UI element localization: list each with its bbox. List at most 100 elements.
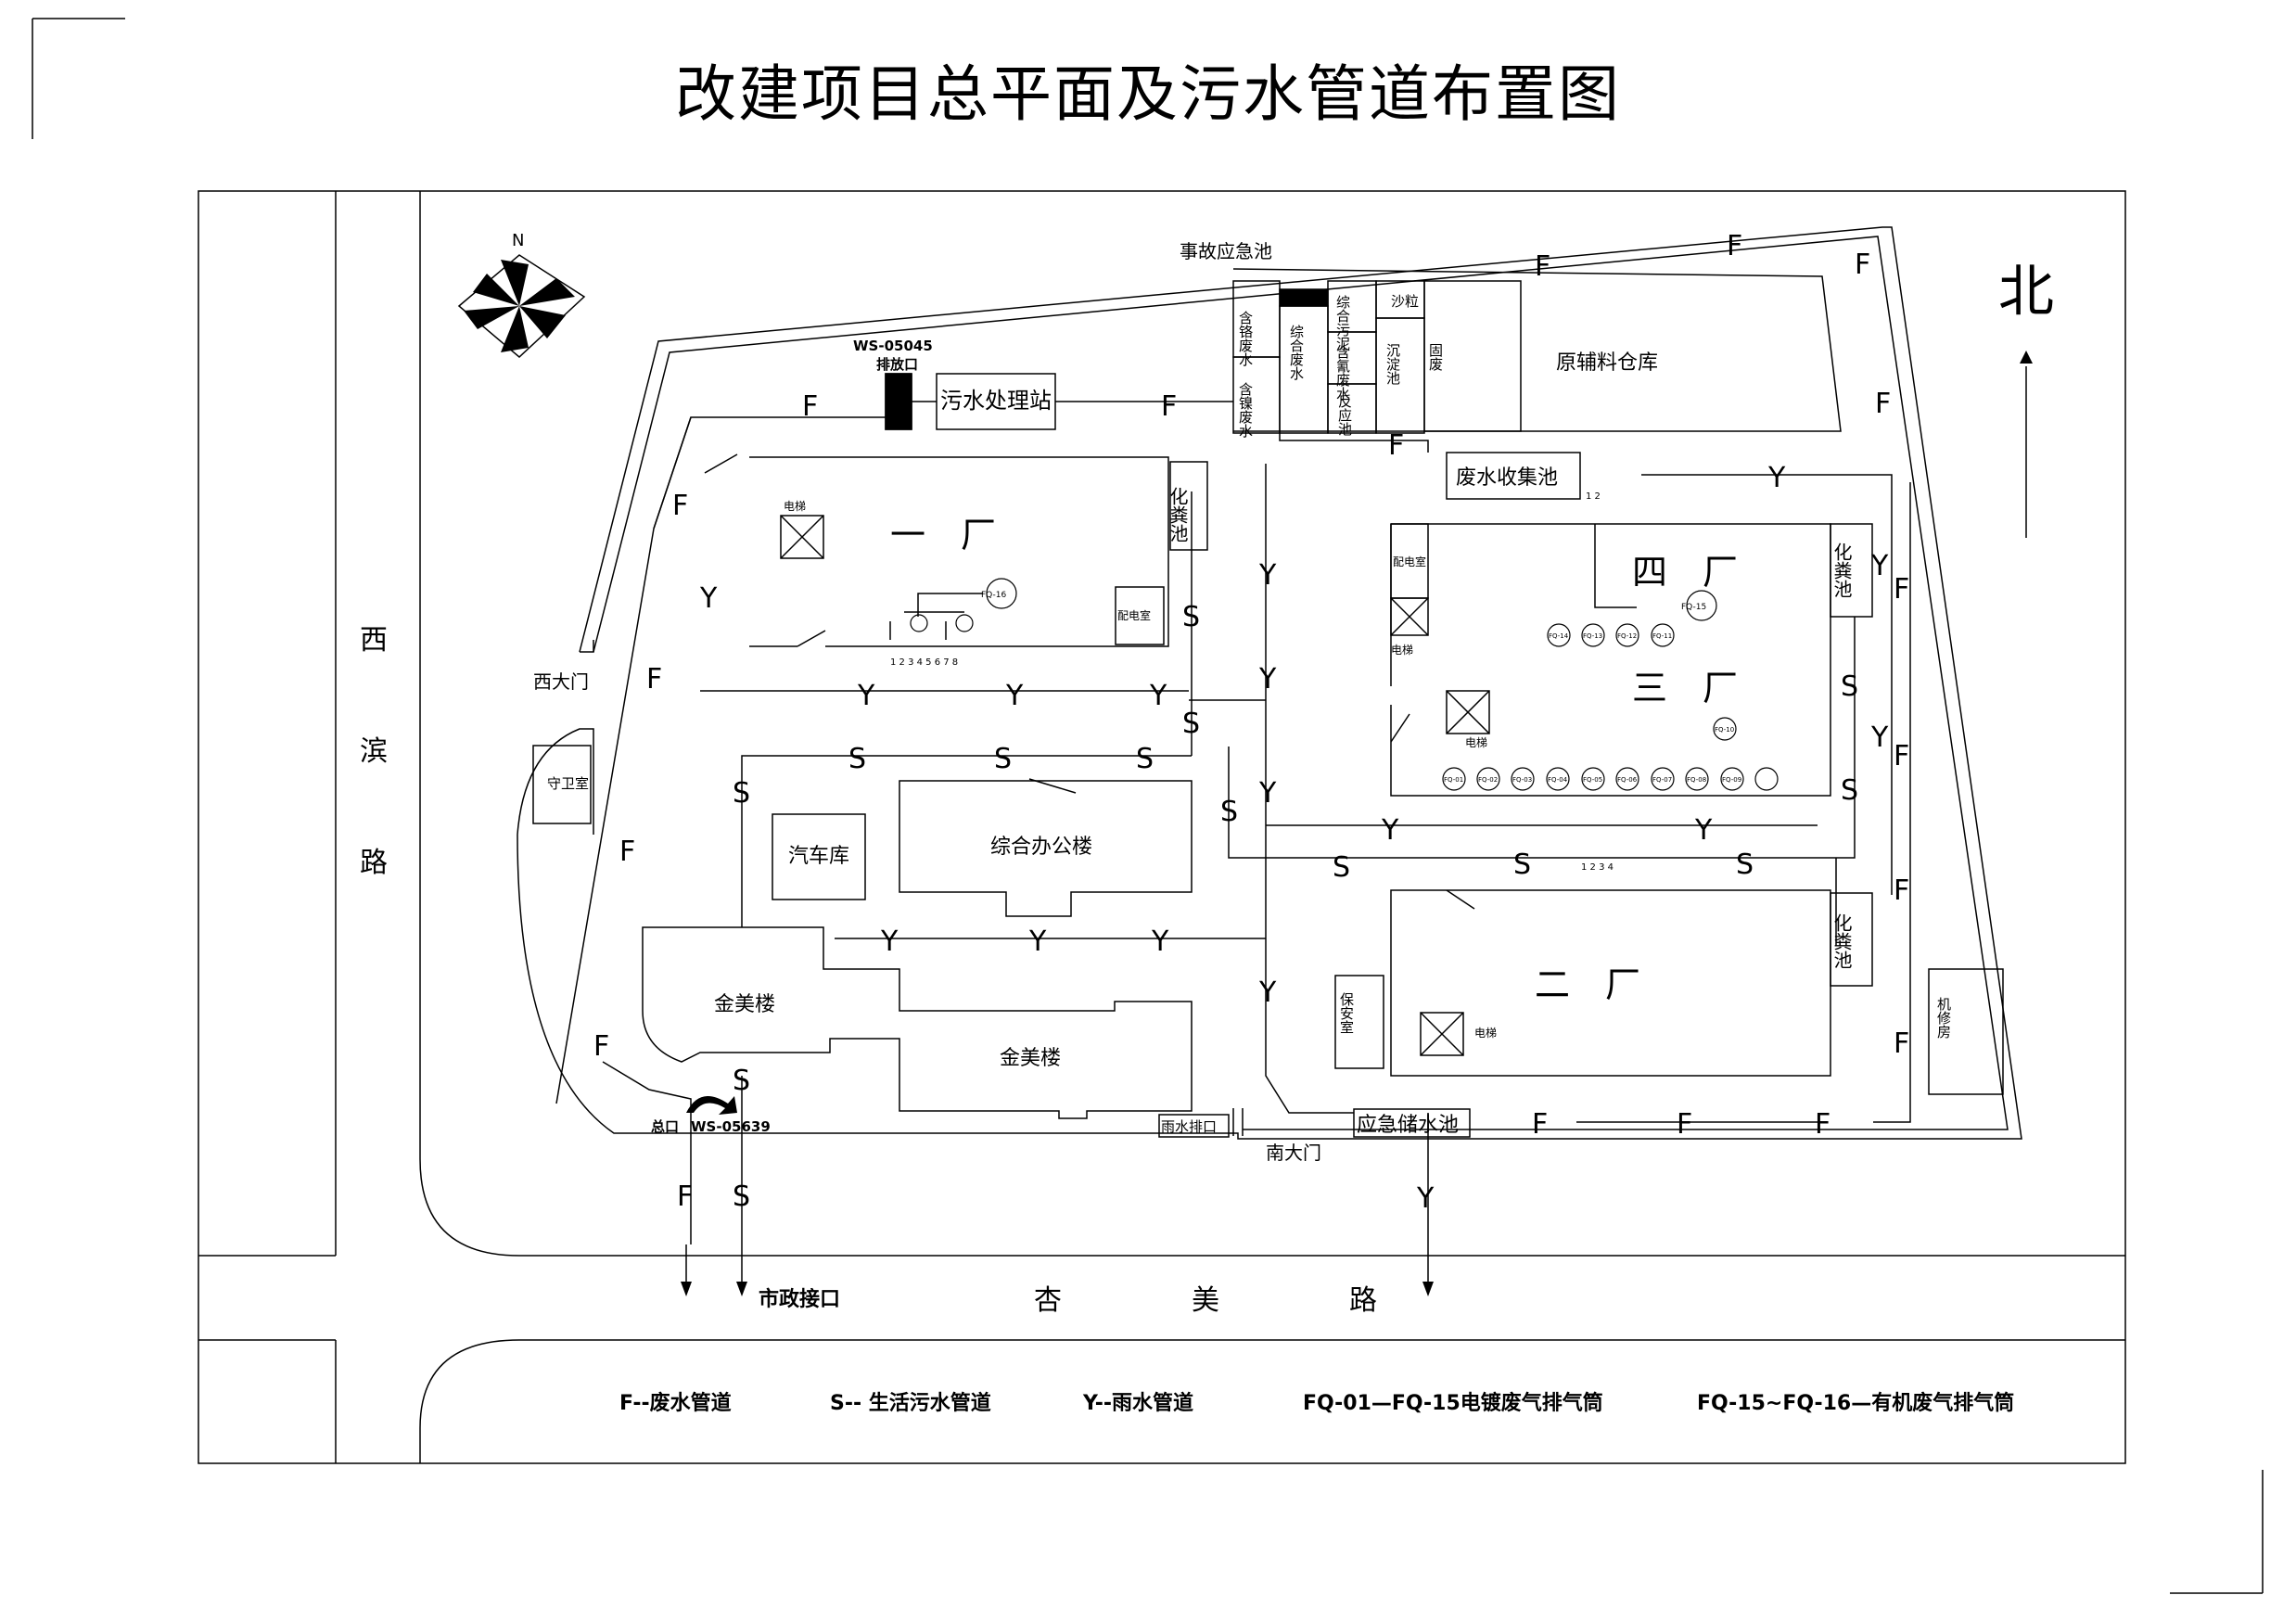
pipe-y: Y: [1258, 976, 1277, 1009]
plant2-outline: [1390, 889, 1831, 1077]
pipe-s: S: [733, 777, 750, 810]
office-label: 综合办公楼: [990, 836, 1092, 859]
pipe-s: S: [1333, 851, 1350, 884]
pipe-y: Y: [1694, 814, 1713, 847]
pipe-s: S: [733, 1180, 750, 1213]
pipe-s: S: [1736, 849, 1754, 881]
stack-fq08: FQ-08: [1687, 776, 1706, 784]
pipe-y: Y: [1258, 663, 1277, 696]
pipe-y: Y: [1870, 550, 1889, 582]
power-room-label-1: 配电室: [1117, 608, 1151, 622]
pipe-s: S: [1220, 796, 1238, 828]
pipe-s: S: [1182, 708, 1200, 740]
elevator-label-3: 电梯: [1465, 736, 1487, 749]
office-outline: [899, 780, 1193, 917]
mid-row-numbers: 1 2 3 4: [1581, 862, 1614, 873]
road-west-1: 西: [360, 624, 388, 657]
jinmei1-label: 金美楼: [714, 993, 775, 1016]
legend-fq-electroplating: FQ-01—FQ-15电镀废气排气筒: [1303, 1391, 1603, 1415]
plant4-label: 四 厂: [1632, 552, 1738, 593]
pipe-y: Y: [857, 680, 875, 712]
corner-mark-br: [2170, 1470, 2264, 1594]
jinmei2-label: 金美楼: [1000, 1047, 1061, 1070]
plant3-label: 三 厂: [1632, 668, 1738, 708]
pipe-f: F: [1894, 1027, 1909, 1060]
stack-fq01: FQ-01: [1444, 776, 1463, 784]
stack-fq15: FQ-15: [1681, 603, 1706, 612]
pipe-f: F: [1894, 573, 1909, 606]
pipe-f: F: [1532, 1108, 1548, 1141]
stack-fq09: FQ-09: [1722, 776, 1741, 784]
pipe-s: S: [848, 743, 866, 775]
wastewater-pool-label: 废水收集池: [1456, 466, 1558, 490]
sediment-label: 沉淀池: [1384, 343, 1401, 385]
chrome-label: 含铬废水: [1237, 311, 1254, 366]
page-title: 改建项目总平面及污水管道布置图: [675, 58, 1621, 130]
elevator-label-2: 电梯: [1391, 644, 1413, 657]
legend-y: Y--雨水管道: [1082, 1391, 1193, 1415]
plant4-top-numbers: 1 2: [1586, 491, 1601, 502]
ws05045-code: WS-05045: [853, 338, 933, 354]
pipe-s: S: [1841, 774, 1858, 807]
road-south-1: 杏: [1034, 1284, 1062, 1317]
pipe-y: Y: [1416, 1182, 1435, 1215]
pipe-f: F: [802, 390, 818, 423]
pipe-s: S: [1136, 743, 1154, 775]
guard-label: 守卫室: [547, 775, 589, 792]
stack-fq04: FQ-04: [1548, 776, 1568, 784]
stack-fq16: FQ-16: [981, 591, 1006, 600]
septic1-label: 化粪池: [1167, 487, 1189, 542]
pipe-y: Y: [1381, 814, 1399, 847]
municipal-label: 市政接口: [759, 1287, 840, 1311]
pipe-y: Y: [699, 582, 718, 615]
pipe-f: F: [1677, 1108, 1692, 1141]
compass-icon: [457, 254, 586, 359]
pipe-s: S: [1513, 849, 1531, 881]
stack-fq13: FQ-13: [1583, 632, 1602, 640]
west-gate-label: 西大门: [533, 670, 589, 693]
pipe-f: F: [1815, 1108, 1830, 1141]
ws05045-label: 排放口: [876, 356, 918, 373]
plant1-outline: [749, 456, 1169, 647]
composite-ww-label: 综合废水: [1288, 325, 1305, 380]
pipe-y: Y: [1149, 680, 1167, 712]
road-south-3: 路: [1349, 1284, 1377, 1317]
plant1-row-numbers: 1 2 3 4 5 6 7 8: [890, 657, 958, 668]
cyanide-label: 含氰废水: [1334, 345, 1351, 401]
pipe-y: Y: [1870, 721, 1889, 754]
pipe-f: F: [1388, 429, 1404, 462]
pipe-f: F: [1161, 390, 1177, 423]
pipe-s: S: [1182, 601, 1200, 633]
nickel-label: 含镍废水: [1237, 382, 1254, 438]
road-west-3: 路: [360, 847, 388, 879]
north-label: 北: [1998, 260, 2054, 325]
septic3-label: 化粪池: [1830, 913, 1853, 969]
garage-label: 汽车库: [788, 845, 849, 868]
stack-fq11: FQ-11: [1652, 632, 1672, 640]
stack-fq06: FQ-06: [1617, 776, 1638, 784]
site-boundary: [517, 226, 2022, 1140]
pipe-y: Y: [1005, 680, 1024, 712]
sewage-station-label: 污水处理站: [940, 388, 1052, 414]
pipe-f: F: [1535, 250, 1550, 283]
pipe-f: F: [593, 1030, 609, 1063]
solid-waste-label: 固废: [1427, 343, 1444, 371]
pipe-y: Y: [880, 925, 899, 958]
pipe-s: S: [1841, 670, 1858, 703]
pipe-y: Y: [1258, 559, 1277, 592]
elevator-label-4: 电梯: [1474, 1027, 1497, 1040]
stack-fq07: FQ-07: [1652, 776, 1672, 784]
corner-mark-tl: [32, 18, 125, 139]
pipe-y: Y: [1028, 925, 1047, 958]
repair-label: 机修房: [1935, 997, 1952, 1039]
road-south-2: 美: [1192, 1284, 1219, 1317]
pipe-f: F: [1727, 230, 1742, 262]
elevator-label-1: 电梯: [784, 500, 806, 513]
pipe-f: F: [1894, 874, 1909, 907]
legend-s: S-- 生活污水管道: [830, 1391, 991, 1415]
pipe-s: S: [994, 743, 1012, 775]
stack-fq05: FQ-05: [1583, 776, 1602, 784]
pipe-s: S: [733, 1065, 750, 1097]
pipe-f: F: [1894, 740, 1909, 772]
plant1-label: 一 厂: [890, 515, 996, 555]
